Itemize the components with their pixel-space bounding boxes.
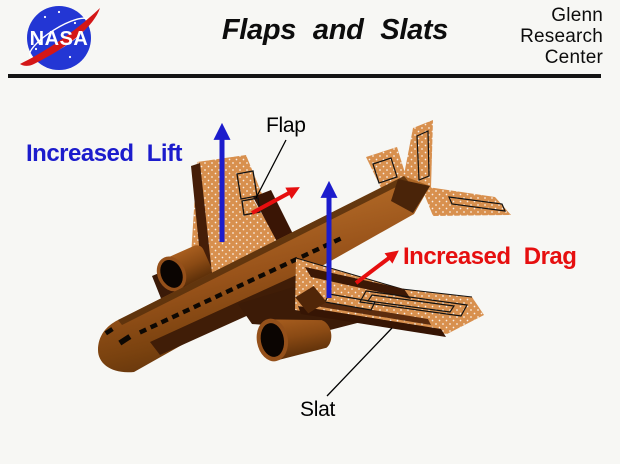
- slat-label: Slat: [300, 398, 335, 421]
- flap-label: Flap: [266, 114, 306, 137]
- right-stabilizer: [421, 186, 511, 216]
- page-title: Flaps and Slats: [221, 14, 449, 46]
- org-name: Glenn Research Center: [520, 5, 603, 68]
- increased-drag-label: Increased Drag: [403, 243, 577, 270]
- annotations: [213, 122, 399, 397]
- org-line-1: Glenn: [551, 5, 603, 26]
- flap-pointer-line: [255, 139, 287, 199]
- org-line-2: Research: [520, 26, 603, 47]
- left-engine: [156, 245, 212, 292]
- nasa-meatball-icon: NASA: [20, 6, 100, 70]
- nasa-logo-text: NASA: [30, 28, 89, 50]
- left-wing-slat-dark: [191, 163, 213, 285]
- right-wing: [295, 257, 484, 337]
- drag-arrow-flap: [251, 187, 300, 215]
- belly-engine: [256, 286, 332, 362]
- fuselage-windows: [138, 236, 342, 335]
- belly-shadow: [150, 267, 324, 355]
- increased-lift-label: Increased Lift: [26, 140, 183, 167]
- fuselage: [98, 176, 430, 373]
- drag-arrow-wing: [354, 250, 399, 285]
- header-rule: [8, 74, 601, 78]
- slat-pointer-line: [326, 327, 393, 397]
- org-line-3: Center: [544, 47, 603, 68]
- slat-surface-dark: [298, 306, 446, 337]
- tail-cone: [391, 179, 430, 213]
